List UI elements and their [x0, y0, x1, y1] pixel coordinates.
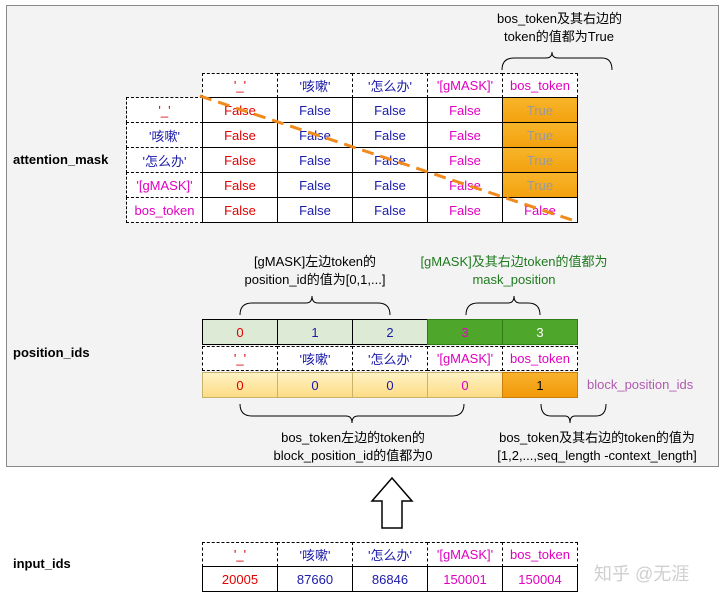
note-line: [1,2,...,seq_length -context_length] [497, 448, 697, 463]
mask-cell-true: True [502, 122, 578, 148]
mask-cell: False [277, 197, 353, 223]
note-line: bos_token左边的token的 [281, 430, 425, 445]
note-line: bos_token及其右边的 [497, 11, 622, 26]
position-id-cell: 3 [427, 319, 503, 345]
attention-mask-label: attention_mask [13, 152, 109, 167]
mask-cell: False [202, 197, 278, 223]
mask-cell: False [427, 97, 503, 123]
token-cell: bos_token [502, 346, 578, 371]
position-id-cell: 3 [502, 319, 578, 345]
position-id-cell: 0 [202, 319, 278, 345]
note-line: [gMASK]及其右边token的值都为 [420, 254, 608, 269]
watermark: 知乎 @无涯 [594, 564, 690, 584]
mask-row-header: '[gMASK]' [126, 172, 203, 198]
token-cell: '怎么办' [352, 346, 428, 371]
position-id-cell: 1 [277, 319, 353, 345]
causal-diagonal-line [199, 94, 579, 224]
note-line: position_id的值为[0,1,...] [244, 272, 386, 287]
brace-top-right [501, 51, 613, 71]
brace-block-right [540, 403, 607, 424]
input-token-cell: '[gMASK]' [427, 542, 503, 567]
brace-block-left [239, 403, 465, 424]
position-id-cell: 2 [352, 319, 428, 345]
note-line: [gMASK]左边token的 [253, 254, 377, 269]
input-token-cell: '咳嗽' [277, 542, 353, 567]
block-position-id-cell: 1 [502, 372, 578, 398]
input-id-cell: 150001 [427, 566, 503, 592]
up-arrow-icon [370, 476, 414, 529]
mask-row-header: '咳嗽' [126, 122, 203, 148]
brace-pos-left [239, 295, 391, 316]
mask-col-header: '怎么办' [352, 73, 428, 98]
input-token-cell: bos_token [502, 542, 578, 567]
diagonal-overlay [199, 94, 579, 224]
block-position-id-cell: 0 [352, 372, 428, 398]
mask-cell: False [427, 122, 503, 148]
note-block-right: bos_token及其右边的token的值为 [1,2,...,seq_leng… [478, 429, 716, 465]
block-position-id-cell: 0 [277, 372, 353, 398]
mask-cell: False [202, 172, 278, 198]
block-position-id-cell: 0 [202, 372, 278, 398]
brace-pos-right [465, 295, 541, 316]
note-line: token的值都为True [503, 29, 615, 44]
note-line: mask_position [472, 272, 556, 287]
input-ids-label: input_ids [13, 556, 71, 571]
mask-row-header: bos_token [126, 197, 203, 223]
mask-cell: False [427, 197, 503, 223]
note-top-right: bos_token及其右边的 token的值都为True [497, 10, 622, 46]
input-id-cell: 150004 [502, 566, 578, 592]
mask-col-header: '咳嗽' [277, 73, 353, 98]
mask-cell: False [352, 172, 428, 198]
mask-cell: False [352, 97, 428, 123]
input-id-cell: 20005 [202, 566, 278, 592]
input-token-cell: '怎么办' [352, 542, 428, 567]
mask-cell-true: True [502, 97, 578, 123]
token-cell: '咳嗽' [277, 346, 353, 371]
note-line: block_position_id的值都为0 [273, 448, 433, 463]
input-token-cell: '_' [202, 542, 278, 567]
mask-cell: False [202, 97, 278, 123]
mask-col-header: '[gMASK]' [427, 73, 503, 98]
block-position-id-cell: 0 [427, 372, 503, 398]
token-cell: '[gMASK]' [427, 346, 503, 371]
note-line: bos_token及其右边的token的值为 [499, 430, 695, 445]
input-id-cell: 87660 [277, 566, 353, 592]
position-ids-label: position_ids [13, 345, 90, 360]
token-cell: '_' [202, 346, 278, 371]
note-pos-right: [gMASK]及其右边token的值都为 mask_position [402, 253, 626, 289]
note-block-left: bos_token左边的token的 block_position_id的值都为… [248, 429, 458, 465]
note-pos-left: [gMASK]左边token的 position_id的值为[0,1,...] [215, 253, 415, 289]
input-id-cell: 86846 [352, 566, 428, 592]
block-position-ids-label: block_position_ids [587, 377, 694, 392]
